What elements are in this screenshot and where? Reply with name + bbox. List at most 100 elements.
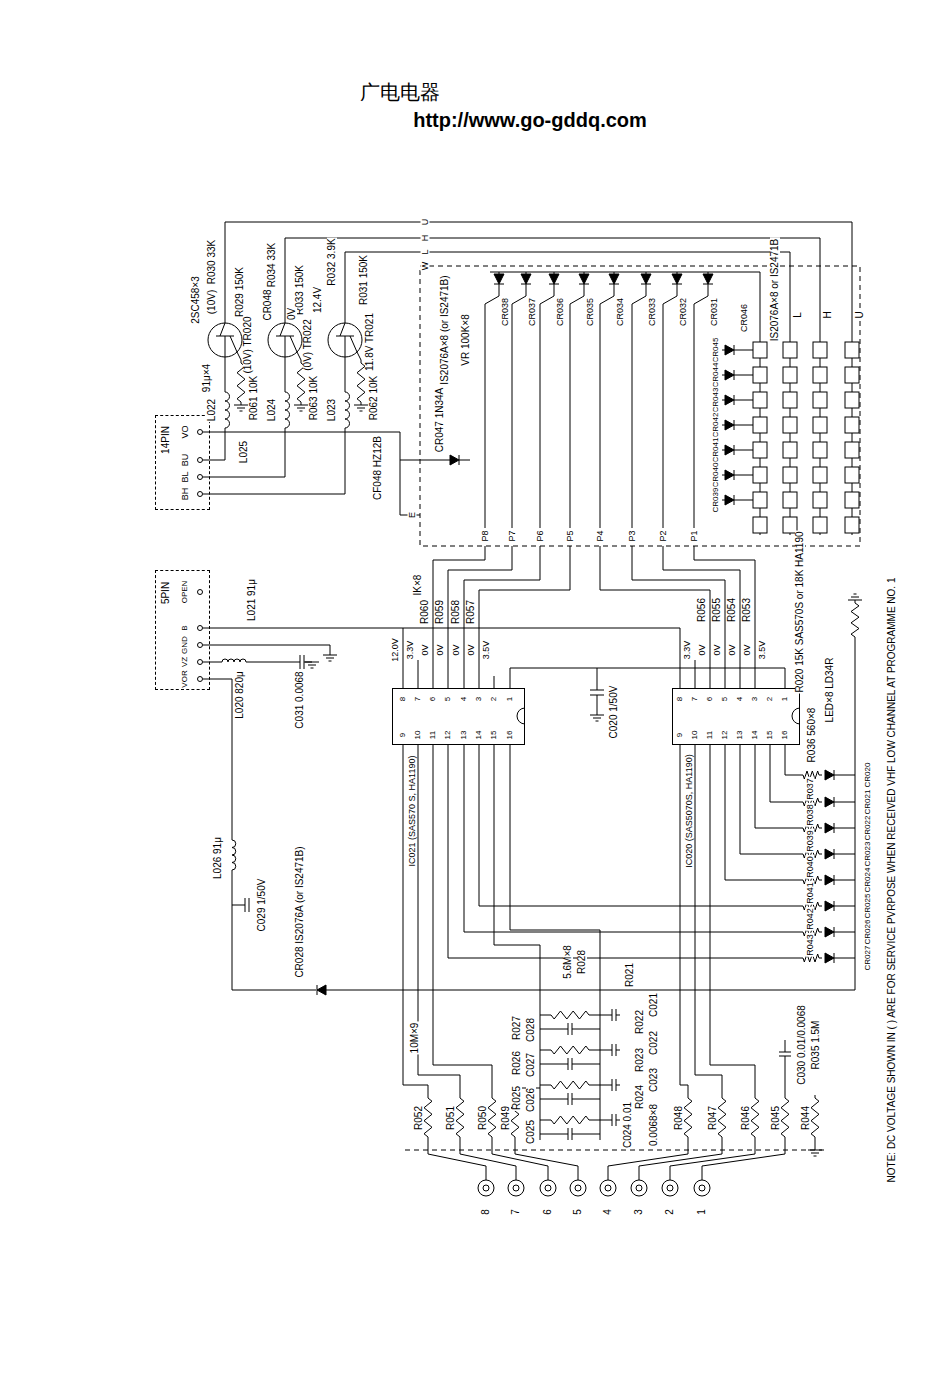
component-label: P4: [596, 529, 605, 542]
component-label: CR043: [712, 387, 720, 414]
diode-symbol: [609, 274, 619, 284]
wire: [357, 408, 365, 409]
wire: [246, 662, 300, 663]
component-label: P1: [690, 529, 699, 542]
contact-pad: [813, 342, 827, 358]
watermark: 广电电器: [359, 82, 441, 102]
contact-pad: [783, 367, 797, 383]
wire: [694, 546, 755, 688]
component-label: 0V: [287, 307, 297, 321]
diode-symbol: [825, 901, 834, 911]
component-label: R051: [446, 1105, 456, 1131]
wire: [540, 1120, 548, 1121]
wire: [834, 802, 855, 803]
wire: [240, 411, 243, 412]
component-label: P2: [659, 529, 668, 542]
component-label: CR045: [712, 337, 720, 364]
jack-symbol: [513, 1185, 519, 1191]
wire: [297, 408, 305, 409]
wire: [540, 1099, 568, 1100]
component-label: R053: [742, 597, 752, 623]
resistor-symbol: [357, 360, 365, 405]
component-label: R047: [708, 1105, 718, 1131]
wire: [433, 745, 492, 1095]
resistor-symbol: [424, 1095, 432, 1140]
component-label: 91μ×4: [202, 363, 212, 393]
component-label: B: [181, 624, 189, 631]
jack-symbol: [662, 1180, 678, 1196]
component-label: P5: [566, 529, 575, 542]
pin-number: 1: [506, 696, 514, 702]
diode-symbol: [725, 370, 734, 380]
wire: [593, 718, 601, 719]
wire: [779, 1056, 791, 1057]
contact-pad: [813, 367, 827, 383]
jack-symbol: [575, 1185, 581, 1191]
wire: [203, 428, 345, 494]
wire: [785, 1056, 786, 1095]
wire: [400, 460, 450, 461]
component-label: 0V: [713, 643, 722, 656]
component-label: R027: [512, 1015, 522, 1041]
resistor-symbol: [751, 1095, 759, 1140]
contact-pad: [753, 342, 767, 358]
component-label: VOR: [181, 669, 189, 688]
component-label: CR021: [864, 789, 872, 816]
wire: [632, 546, 725, 688]
component-label: CR035: [586, 297, 595, 327]
wire: [572, 1099, 600, 1100]
ic-notch: [517, 708, 525, 724]
wire: [572, 1029, 600, 1030]
wire: [237, 352, 241, 360]
pin-number: 6: [429, 696, 437, 702]
wire: [300, 411, 303, 412]
wire: [245, 898, 246, 912]
contact-pad: [783, 442, 797, 458]
board-outline: [420, 266, 860, 546]
wire: [663, 284, 677, 528]
diode-symbol: [725, 470, 734, 480]
component-label: CR023: [864, 841, 872, 868]
pin-number: 7: [414, 696, 422, 702]
component-label: R021: [625, 962, 635, 988]
wire: [834, 828, 855, 829]
wire: [592, 1120, 600, 1121]
component-label: 6: [543, 1208, 553, 1216]
wire: [540, 284, 554, 528]
wire: [237, 408, 245, 409]
component-label: CR036: [556, 297, 565, 327]
wire: [600, 1015, 612, 1016]
component-label: R062 10K: [369, 375, 379, 421]
diode-symbol: [521, 274, 531, 284]
component-label: VO: [181, 424, 190, 439]
wire: [448, 546, 512, 688]
wire: [600, 546, 710, 688]
component-label: L022: [207, 398, 217, 422]
wire: [540, 1029, 568, 1030]
component-label: 1: [697, 1208, 707, 1216]
component-label: R044: [801, 1105, 811, 1131]
pin-number: 3: [475, 696, 483, 702]
contact-pad: [783, 467, 797, 483]
wire: [834, 958, 855, 959]
wire: [734, 400, 753, 401]
ic-notch: [792, 708, 800, 724]
wire: [597, 695, 598, 715]
component-label: VZ: [181, 656, 189, 668]
pin-number: 7: [691, 696, 699, 702]
wire: [568, 1128, 569, 1140]
connector-pin: [198, 677, 203, 682]
wire: [448, 745, 800, 958]
jack-symbol: [699, 1185, 705, 1191]
component-label: R058: [451, 599, 461, 625]
component-label: R057: [466, 599, 476, 625]
component-label: C028: [526, 1017, 536, 1043]
component-label: U: [855, 310, 865, 319]
wire: [203, 645, 330, 655]
component-label: U: [421, 218, 430, 227]
component-label: C030 0.01/0.0068: [797, 1004, 807, 1086]
pin-number: 9: [399, 732, 407, 738]
component-label: R028: [577, 949, 587, 975]
wire: [616, 1050, 620, 1051]
contact-pad: [845, 342, 859, 358]
